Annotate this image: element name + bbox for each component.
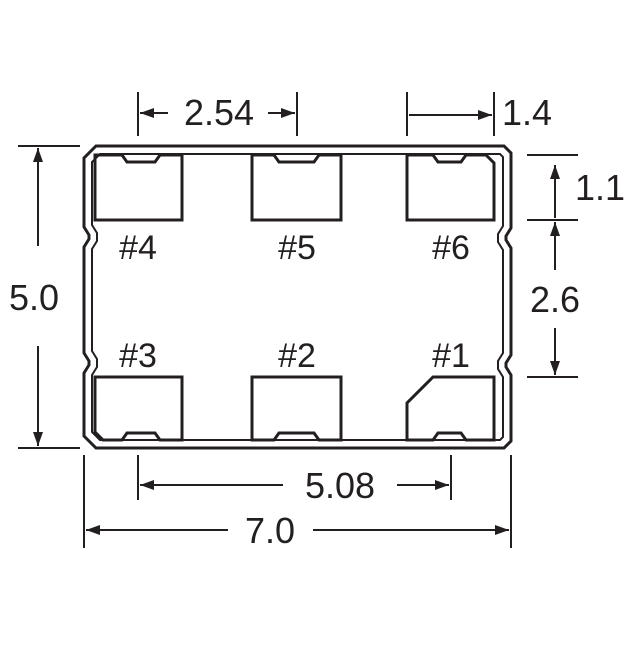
dim-label-pad-height: 1.1 [575,167,625,208]
package-body [82,144,513,450]
pad-6 [405,153,496,222]
pad-4 [93,153,184,222]
pad-label-4: #4 [119,229,157,267]
dimension-body-height: 5.0 [9,145,80,449]
pad-1 [405,375,496,442]
dim-label-pad-row-gap: 2.6 [530,279,580,320]
dim-label-outer-pad-span: 5.08 [305,465,375,506]
dim-label-body-width: 7.0 [245,510,295,551]
pad-2 [250,375,343,442]
dimension-pad-pitch: 2.54 [137,92,298,136]
pad-label-2: #2 [278,337,316,375]
dimension-body-width: 7.0 [83,455,512,551]
pad-label-5: #5 [278,229,316,267]
dimension-pad-row-gap: 2.6 [527,222,580,378]
dim-label-pad-width: 1.4 [502,92,552,133]
pad-label-3: #3 [119,337,157,375]
pad-label-6: #6 [432,229,470,267]
dimension-outer-pad-span: 5.08 [137,455,452,506]
dimension-pad-width: 1.4 [406,92,552,136]
pad-5 [250,153,343,222]
pad-label-1: #1 [432,337,470,375]
pad-3 [93,375,184,442]
dim-label-body-height: 5.0 [9,277,59,318]
dim-label-pad-pitch: 2.54 [184,92,254,133]
dimension-pad-height: 1.1 [527,154,625,221]
